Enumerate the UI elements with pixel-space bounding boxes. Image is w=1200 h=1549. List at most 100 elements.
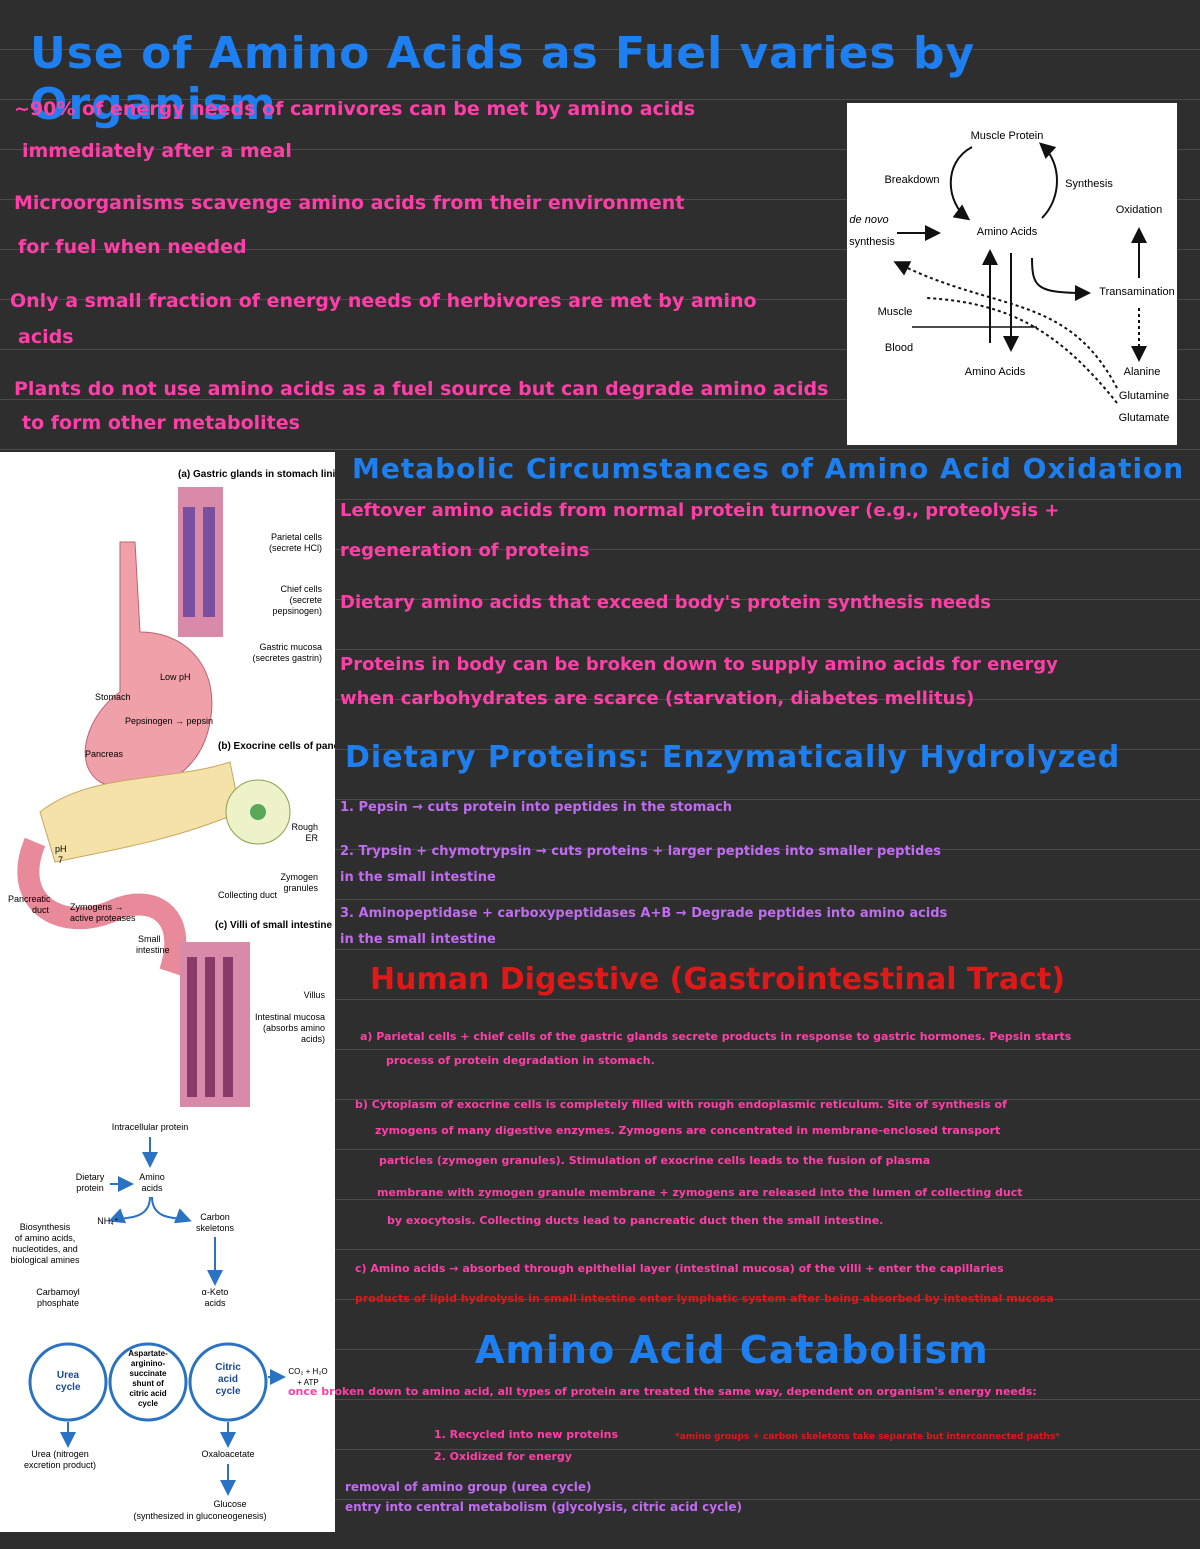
panel-b-label: (b) Exocrine cells of pancreas (218, 741, 335, 752)
note-line: 3. Aminopeptidase + carboxypeptidases A+… (340, 906, 948, 921)
note-line: Proteins in body can be broken down to s… (340, 654, 1058, 675)
label-amino-acids-muscle: Amino Acids (977, 226, 1038, 238)
page-title: Use of Amino Acids as Fuel varies by Org… (30, 28, 976, 130)
villus (223, 957, 233, 1097)
label-shunt-2: arginino- (131, 1359, 166, 1368)
gland-cells (183, 507, 195, 617)
label-glucose: Glucose (213, 1499, 246, 1509)
label-gastric-mucosa-sub: (secretes gastrin) (252, 653, 322, 663)
label-de-novo-synthesis: synthesis (849, 236, 895, 248)
note-line: regeneration of proteins (340, 540, 590, 561)
label-urea-excretion: excretion product) (24, 1460, 96, 1470)
label-synthesis: Synthesis (1065, 178, 1113, 190)
note-line: by exocytosis. Collecting ducts lead to … (387, 1214, 884, 1227)
note-line: process of protein degradation in stomac… (386, 1054, 655, 1067)
label-oxaloacetate: Oxaloacetate (201, 1449, 254, 1459)
label-amino: Amino (139, 1172, 165, 1182)
label-parietal: Parietal cells (271, 532, 323, 542)
label-intestinal-mucosa: Intestinal mucosa (255, 1012, 325, 1022)
label-pancreas: Pancreas (85, 749, 124, 759)
villus (205, 957, 215, 1097)
catabolism-item: 2. Oxidized for energy (434, 1450, 572, 1463)
note-line: a) Parietal cells + chief cells of the g… (360, 1030, 1072, 1043)
note-line: in the small intestine (340, 870, 496, 885)
label-biosynthesis-2: of amino acids, (15, 1233, 76, 1243)
label-zymogens: Zymogens → (70, 902, 124, 912)
label-dietary: Dietary (76, 1172, 105, 1182)
label-shunt-1: Aspartate- (128, 1349, 168, 1358)
catabolism-footer: entry into central metabolism (glycolysi… (345, 1500, 742, 1514)
villus (187, 957, 197, 1097)
acinus-lumen (250, 804, 266, 820)
label-gluconeogenesis: (synthesized in gluconeogenesis) (133, 1511, 266, 1521)
catabolism-lead: once broken down to amino acid, all type… (288, 1385, 1037, 1398)
catabolism-footer: removal of amino group (urea cycle) (345, 1480, 592, 1494)
transamination-arrow (1031, 257, 1091, 301)
note-line: Dietary amino acids that exceed body's p… (340, 592, 991, 613)
label-pepsinogen: Pepsinogen → pepsin (125, 716, 213, 726)
note-line: to form other metabolites (22, 412, 300, 434)
label-carbamoyl-phosphate: phosphate (37, 1298, 79, 1308)
note-line: ~90% of energy needs of carnivores can b… (14, 98, 696, 120)
section-heading-digestive: Human Digestive (Gastrointestinal Tract) (370, 962, 1065, 997)
label-zymogen-granules-sub: granules (283, 883, 318, 893)
urea-cycle-circle (28, 1342, 108, 1422)
note-line: Plants do not use amino acids as a fuel … (14, 378, 829, 400)
label-shunt-3: succinate (130, 1369, 167, 1378)
panel-a-label: (a) Gastric glands in stomach lining (178, 469, 335, 480)
note-line: Leftover amino acids from normal protein… (340, 500, 1060, 521)
label-gastric-mucosa: Gastric mucosa (259, 642, 322, 652)
label-chief-sub2: pepsinogen) (272, 606, 322, 616)
note-line: membrane with zymogen granule membrane +… (377, 1186, 1023, 1199)
muscle-diagram-svg: Muscle Protein Breakdown Synthesis Oxida… (849, 130, 1175, 424)
label-carbon-skeletons: skeletons (196, 1223, 235, 1233)
note-line: zymogens of many digestive enzymes. Zymo… (375, 1124, 1001, 1137)
label-rough-er: Rough (291, 822, 318, 832)
note-line: immediately after a meal (22, 140, 292, 162)
label-ph: pH (55, 844, 67, 854)
section-heading-catabolism: Amino Acid Catabolism (475, 1328, 989, 1372)
section-heading-dietary: Dietary Proteins: Enzymatically Hydrolyz… (345, 740, 1121, 775)
note-line: when carbohydrates are scarce (starvatio… (340, 688, 975, 709)
flow-arrow (108, 1196, 151, 1224)
label-urea-cycle: Urea (57, 1370, 80, 1381)
label-de-novo: de novo (849, 214, 888, 226)
label-small-intestine: Small (138, 934, 161, 944)
label-small-intestine-sub: intestine (136, 945, 170, 955)
section-heading-metabolic: Metabolic Circumstances of Amino Acid Ox… (352, 452, 1185, 485)
label-breakdown: Breakdown (884, 174, 939, 186)
label-carbon: Carbon (200, 1212, 230, 1222)
label-nh4: NH₄⁺ (97, 1216, 119, 1226)
catabolism-item: 1. Recycled into new proteins (434, 1428, 618, 1441)
label-amino-acids-blood: Amino Acids (965, 366, 1026, 378)
dashed-curve-arrow (893, 261, 1118, 389)
label-ph-7: 7 (58, 855, 63, 865)
label-stomach: Stomach (95, 692, 131, 702)
flow-arrow (151, 1196, 192, 1224)
intestine-shape (17, 837, 187, 976)
label-atp: + ATP (297, 1378, 318, 1387)
label-chief-sub: (secrete (289, 595, 322, 605)
label-biosynthesis-4: biological amines (10, 1255, 80, 1265)
label-active-proteases: active proteases (70, 913, 136, 923)
label-parietal-sub: (secrete HCl) (269, 543, 322, 553)
note-line: particles (zymogen granules). Stimulatio… (379, 1154, 931, 1167)
label-citric: Citric (215, 1362, 241, 1373)
panel-c-label: (c) Villi of small intestine (215, 920, 333, 931)
gi-tract-figure: (a) Gastric glands in stomach lining Par… (0, 452, 360, 1532)
label-shunt-4: shunt of (132, 1379, 164, 1388)
label-pancreatic-duct-sub: duct (32, 905, 50, 915)
gi-figure-svg: (a) Gastric glands in stomach lining Par… (8, 469, 360, 1521)
shunt-circle (108, 1342, 188, 1422)
label-glutamine: Glutamine (1119, 390, 1169, 402)
dashed-curve-2 (926, 297, 1118, 404)
note-line: Microorganisms scavenge amino acids from… (14, 192, 685, 214)
label-zymogen-granules: Zymogen (280, 872, 318, 882)
note-line: products of lipid hydrolysis in small in… (355, 1292, 1054, 1305)
citric-acid-cycle-circle (188, 1342, 268, 1422)
label-co2: CO₂ + H₂O (288, 1367, 327, 1376)
label-urea: Urea (nitrogen (31, 1449, 89, 1459)
label-intracellular-protein: Intracellular protein (112, 1122, 189, 1132)
label-biosynthesis-3: nucleotides, and (12, 1244, 78, 1254)
label-amino-acids: acids (141, 1183, 163, 1193)
